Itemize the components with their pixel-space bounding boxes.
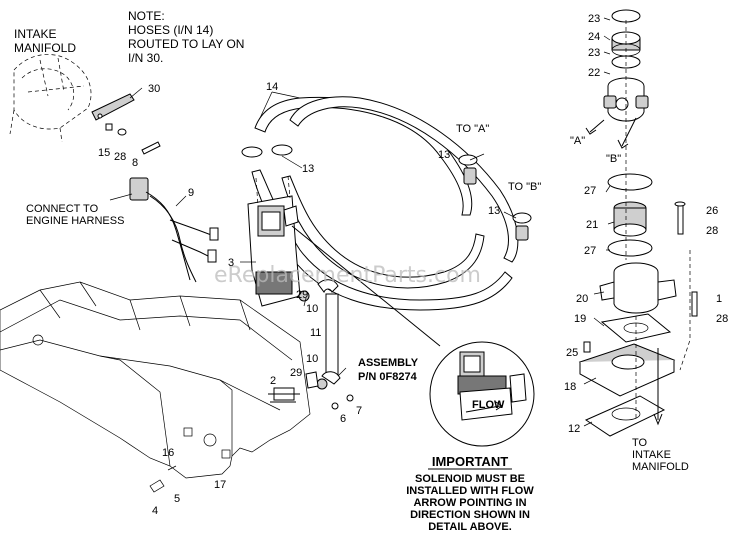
connect-label-1: CONNECT TO	[26, 203, 99, 215]
port-a-label: "A"	[570, 135, 585, 147]
callout-13-b: 13	[438, 149, 450, 161]
callout-18: 18	[564, 381, 576, 393]
callout-23-top: 23	[588, 13, 600, 25]
note-line-1: NOTE:	[128, 9, 165, 23]
important-note: IMPORTANT SOLENOID MUST BE INSTALLED WIT…	[406, 454, 534, 533]
wire-harness-9	[129, 177, 219, 283]
assembly-label-1: ASSEMBLY	[358, 357, 419, 369]
callout-23-bottom: 23	[588, 47, 600, 59]
note-line-3: ROUTED TO LAY ON	[128, 37, 244, 51]
port-b-arrow	[617, 117, 637, 149]
callout-17: 17	[214, 479, 226, 491]
callout-15: 15	[98, 147, 110, 159]
callout-22: 22	[588, 67, 600, 79]
callout-24: 24	[588, 31, 600, 43]
fasteners-6-7	[331, 394, 354, 410]
to-intake-label-2: INTAKE	[632, 449, 671, 461]
callout-4: 4	[152, 505, 158, 517]
callout-28-left: 28	[114, 151, 126, 163]
note-line-2: HOSES (I/N 14)	[128, 23, 213, 37]
screw-26	[674, 201, 686, 235]
hose-clamps-27	[607, 173, 653, 257]
important-line-1: SOLENOID MUST BE	[415, 473, 525, 485]
callout-14: 14	[266, 81, 278, 93]
callout-5: 5	[174, 493, 180, 505]
assembly-centerlines	[625, 20, 691, 420]
gasket-12	[584, 395, 666, 437]
callout-10-bottom: 10	[306, 353, 318, 365]
callout-19: 19	[574, 313, 586, 325]
to-b-label: TO "B"	[508, 181, 541, 193]
callout-27-bottom: 27	[584, 245, 596, 257]
hoses-14	[251, 96, 529, 311]
to-intake-arrow	[653, 348, 663, 426]
adapter-hose-21	[613, 201, 647, 237]
solenoid-detail-circle: FLOW	[291, 225, 535, 447]
callout-28-upper: 28	[706, 225, 718, 237]
watermark: eReplacementParts.com	[214, 263, 481, 288]
callout-9: 9	[188, 187, 194, 199]
callout-26: 26	[706, 205, 718, 217]
callout-25: 25	[566, 347, 578, 359]
nut-15	[105, 123, 113, 131]
callouts: 30 15 28 8 14 13 13 13 9 3 29 10 11 10 2…	[98, 13, 728, 517]
callout-29-top: 29	[296, 289, 308, 301]
port-b-label: "B"	[606, 153, 621, 165]
callout-13-a: 13	[302, 163, 314, 175]
important-line-4: DIRECTION SHOWN IN	[410, 509, 530, 521]
callout-16: 16	[162, 447, 174, 459]
bracket-30	[91, 93, 135, 121]
to-intake-label-1: TO	[632, 437, 648, 449]
important-line-2: INSTALLED WITH FLOW	[406, 485, 534, 497]
callout-6: 6	[340, 413, 346, 425]
important-line-3: ARROW POINTING IN	[413, 497, 526, 509]
throttle-body-20	[599, 262, 677, 314]
port-a-arrow	[585, 119, 605, 135]
callout-2: 2	[270, 375, 276, 387]
tube-assembly	[268, 279, 341, 403]
callout-10-top: 10	[306, 303, 318, 315]
intake-manifold-label-2: MANIFOLD	[14, 41, 76, 55]
washer-28-left	[117, 128, 127, 136]
leader-lines	[109, 17, 615, 427]
callout-3: 3	[228, 257, 234, 269]
to-a-label: TO "A"	[456, 123, 489, 135]
note-block: NOTE: HOSES (I/N 14) ROUTED TO LAY ON I/…	[128, 9, 244, 65]
callout-8: 8	[132, 157, 138, 169]
screw-1	[691, 291, 698, 317]
important-title: IMPORTANT	[432, 454, 508, 469]
callout-12: 12	[568, 423, 580, 435]
callout-21: 21	[586, 219, 598, 231]
callout-27-top: 27	[584, 185, 596, 197]
note-line-4: I/N 30.	[128, 51, 163, 65]
frame-rail	[0, 281, 311, 493]
callout-29-bottom: 29	[290, 367, 302, 379]
clamps-13	[241, 144, 532, 224]
solenoid-valve-3	[247, 175, 301, 307]
callout-7: 7	[356, 405, 362, 417]
callout-20: 20	[576, 293, 588, 305]
callout-11: 11	[310, 327, 321, 339]
callout-28-lower: 28	[716, 313, 728, 325]
to-intake-label-3: MANIFOLD	[632, 461, 689, 473]
intake-manifold-sketch	[9, 54, 92, 143]
callout-13-c: 13	[488, 205, 500, 217]
connect-label-2: ENGINE HARNESS	[26, 215, 124, 227]
callout-30: 30	[148, 83, 160, 95]
screw-8	[141, 141, 161, 155]
screw-25	[583, 341, 591, 353]
important-line-5: DETAIL ABOVE.	[428, 521, 512, 533]
spacer-18	[578, 343, 676, 397]
assembly-label-2: P/N 0F8274	[358, 371, 418, 383]
intake-manifold-label-1: INTAKE	[14, 27, 56, 41]
callout-1: 1	[716, 293, 722, 305]
